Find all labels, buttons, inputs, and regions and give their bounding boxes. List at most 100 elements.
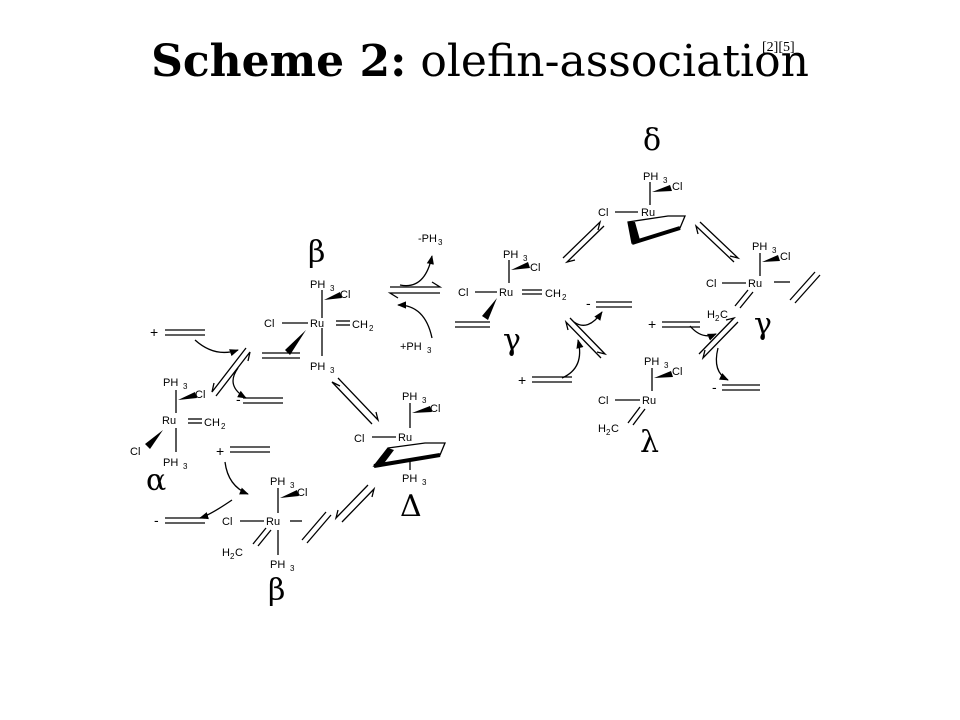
svg-text:-PH: -PH: [418, 233, 437, 245]
svg-text:Cl: Cl: [672, 181, 682, 193]
svg-text:3: 3: [290, 481, 295, 490]
svg-text:3: 3: [330, 366, 335, 375]
svg-text:PH: PH: [402, 473, 417, 485]
svg-text:PH: PH: [644, 356, 659, 368]
svg-text:+: +: [518, 372, 526, 388]
svg-text:Ru: Ru: [641, 207, 655, 219]
label-Delta: Δ: [400, 489, 422, 524]
label-delta: δ: [643, 123, 661, 158]
svg-text:3: 3: [438, 238, 443, 247]
svg-text:Cl: Cl: [598, 207, 608, 219]
svg-text:PH: PH: [163, 377, 178, 389]
svg-text:C: C: [720, 309, 728, 321]
svg-text:H: H: [222, 547, 230, 559]
label-gamma-right: γ: [754, 307, 772, 342]
curved-arrows: [194, 255, 729, 520]
svg-text:Ru: Ru: [642, 395, 656, 407]
svg-text:3: 3: [427, 346, 432, 355]
svg-text:3: 3: [422, 478, 427, 487]
svg-text:-: -: [712, 379, 717, 395]
svg-text:CH: CH: [352, 319, 368, 331]
slide-title: Scheme 2: olefin-association: [0, 40, 960, 84]
label-beta-bottom: β: [268, 573, 285, 608]
title-reference: [2][5]: [762, 40, 795, 55]
svg-text:2: 2: [221, 422, 226, 431]
svg-text:Ru: Ru: [398, 432, 412, 444]
svg-text:+: +: [150, 324, 158, 340]
svg-text:PH: PH: [752, 241, 767, 253]
svg-text:-: -: [154, 512, 159, 528]
svg-text:2: 2: [562, 293, 567, 302]
svg-text:Ru: Ru: [266, 516, 280, 528]
svg-text:Ru: Ru: [162, 415, 176, 427]
svg-text:CH: CH: [204, 417, 220, 429]
svg-text:Cl: Cl: [530, 262, 540, 274]
svg-text:+: +: [216, 443, 224, 459]
svg-text:C: C: [235, 547, 243, 559]
title-rest: olefin-association: [420, 36, 809, 87]
label-alpha: α: [146, 463, 166, 498]
svg-text:+PH: +PH: [400, 341, 422, 353]
svg-text:2: 2: [230, 552, 235, 561]
svg-text:3: 3: [422, 396, 427, 405]
svg-text:PH: PH: [310, 361, 325, 373]
svg-text:-: -: [236, 391, 241, 407]
svg-text:Cl: Cl: [340, 289, 350, 301]
label-lambda: λ: [640, 425, 659, 460]
svg-text:3: 3: [663, 176, 668, 185]
svg-text:PH: PH: [310, 279, 325, 291]
svg-text:+: +: [648, 316, 656, 332]
svg-text:Ru: Ru: [499, 287, 513, 299]
svg-text:3: 3: [183, 382, 188, 391]
svg-text:Cl: Cl: [264, 318, 274, 330]
svg-text:3: 3: [290, 564, 295, 573]
svg-text:Cl: Cl: [706, 278, 716, 290]
svg-text:PH: PH: [503, 249, 518, 261]
svg-text:2: 2: [606, 428, 611, 437]
svg-text:Ru: Ru: [748, 278, 762, 290]
svg-text:Cl: Cl: [430, 403, 440, 415]
svg-text:3: 3: [330, 284, 335, 293]
title-lead: Scheme 2:: [151, 36, 407, 87]
svg-text:Cl: Cl: [222, 516, 232, 528]
svg-text:PH: PH: [402, 391, 417, 403]
label-beta-top: β: [308, 235, 325, 270]
svg-text:PH: PH: [270, 559, 285, 571]
svg-text:3: 3: [183, 462, 188, 471]
svg-text:Ru: Ru: [310, 318, 324, 330]
svg-text:Cl: Cl: [598, 395, 608, 407]
complex-Delta: PH 3 Cl Cl Ru PH 3: [354, 391, 446, 487]
svg-text:Cl: Cl: [354, 433, 364, 445]
svg-text:H: H: [707, 309, 715, 321]
svg-text:3: 3: [664, 361, 669, 370]
svg-text:Cl: Cl: [672, 366, 682, 378]
svg-text:2: 2: [369, 324, 374, 333]
svg-text:3: 3: [772, 246, 777, 255]
svg-text:-: -: [586, 295, 591, 311]
olefins: [165, 301, 760, 524]
svg-text:Cl: Cl: [780, 251, 790, 263]
equilibrium-arrows: [211, 219, 741, 523]
svg-text:Cl: Cl: [195, 389, 205, 401]
label-gamma-mid: γ: [503, 323, 521, 358]
svg-text:C: C: [611, 423, 619, 435]
svg-text:2: 2: [715, 314, 720, 323]
svg-text:Cl: Cl: [130, 446, 140, 458]
svg-text:Cl: Cl: [297, 487, 307, 499]
complex-delta: PH 3 Cl Cl Ru: [598, 171, 686, 245]
svg-text:PH: PH: [163, 457, 178, 469]
svg-text:PH: PH: [270, 476, 285, 488]
svg-text:CH: CH: [545, 288, 561, 300]
svg-text:PH: PH: [643, 171, 658, 183]
svg-text:H: H: [598, 423, 606, 435]
svg-text:3: 3: [523, 254, 528, 263]
svg-text:Cl: Cl: [458, 287, 468, 299]
